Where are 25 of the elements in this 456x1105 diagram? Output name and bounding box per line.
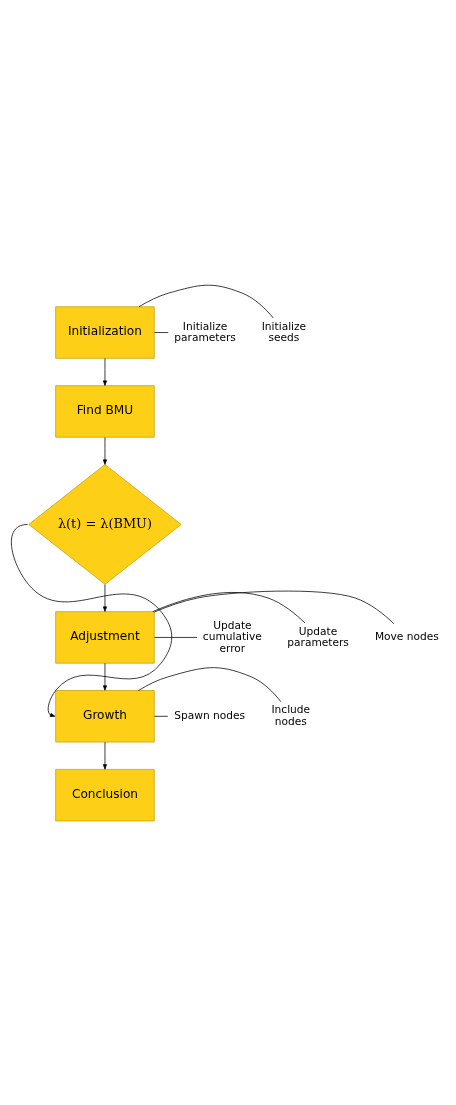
connector — [154, 636, 198, 638]
arrow — [103, 662, 107, 691]
arrow — [103, 583, 107, 612]
node-text: Move nodes — [374, 629, 439, 643]
node-text: Update parameters — [287, 624, 349, 649]
connector — [154, 331, 169, 333]
arrow — [103, 436, 107, 465]
connector — [154, 590, 395, 624]
arrow — [103, 741, 107, 770]
node-text: Update cumulative error — [202, 618, 262, 655]
connector — [152, 591, 306, 623]
node-diamond: λ(t) = λ(BMU) — [28, 463, 182, 585]
node-text: Initialize parameters — [174, 319, 236, 344]
arrow — [103, 357, 107, 386]
node-text: Initialize seeds — [261, 319, 307, 344]
node-box: Find BMU — [55, 384, 155, 438]
node-box: Initialization — [55, 305, 155, 359]
arrow — [11, 523, 173, 717]
node-text: Include nodes — [271, 702, 311, 728]
connector — [138, 666, 282, 702]
node-box: Conclusion — [55, 768, 155, 821]
node-box: Growth — [55, 689, 155, 742]
node-text: Spawn nodes — [174, 708, 245, 722]
connector — [138, 284, 274, 318]
node-box: Adjustment — [55, 610, 155, 664]
